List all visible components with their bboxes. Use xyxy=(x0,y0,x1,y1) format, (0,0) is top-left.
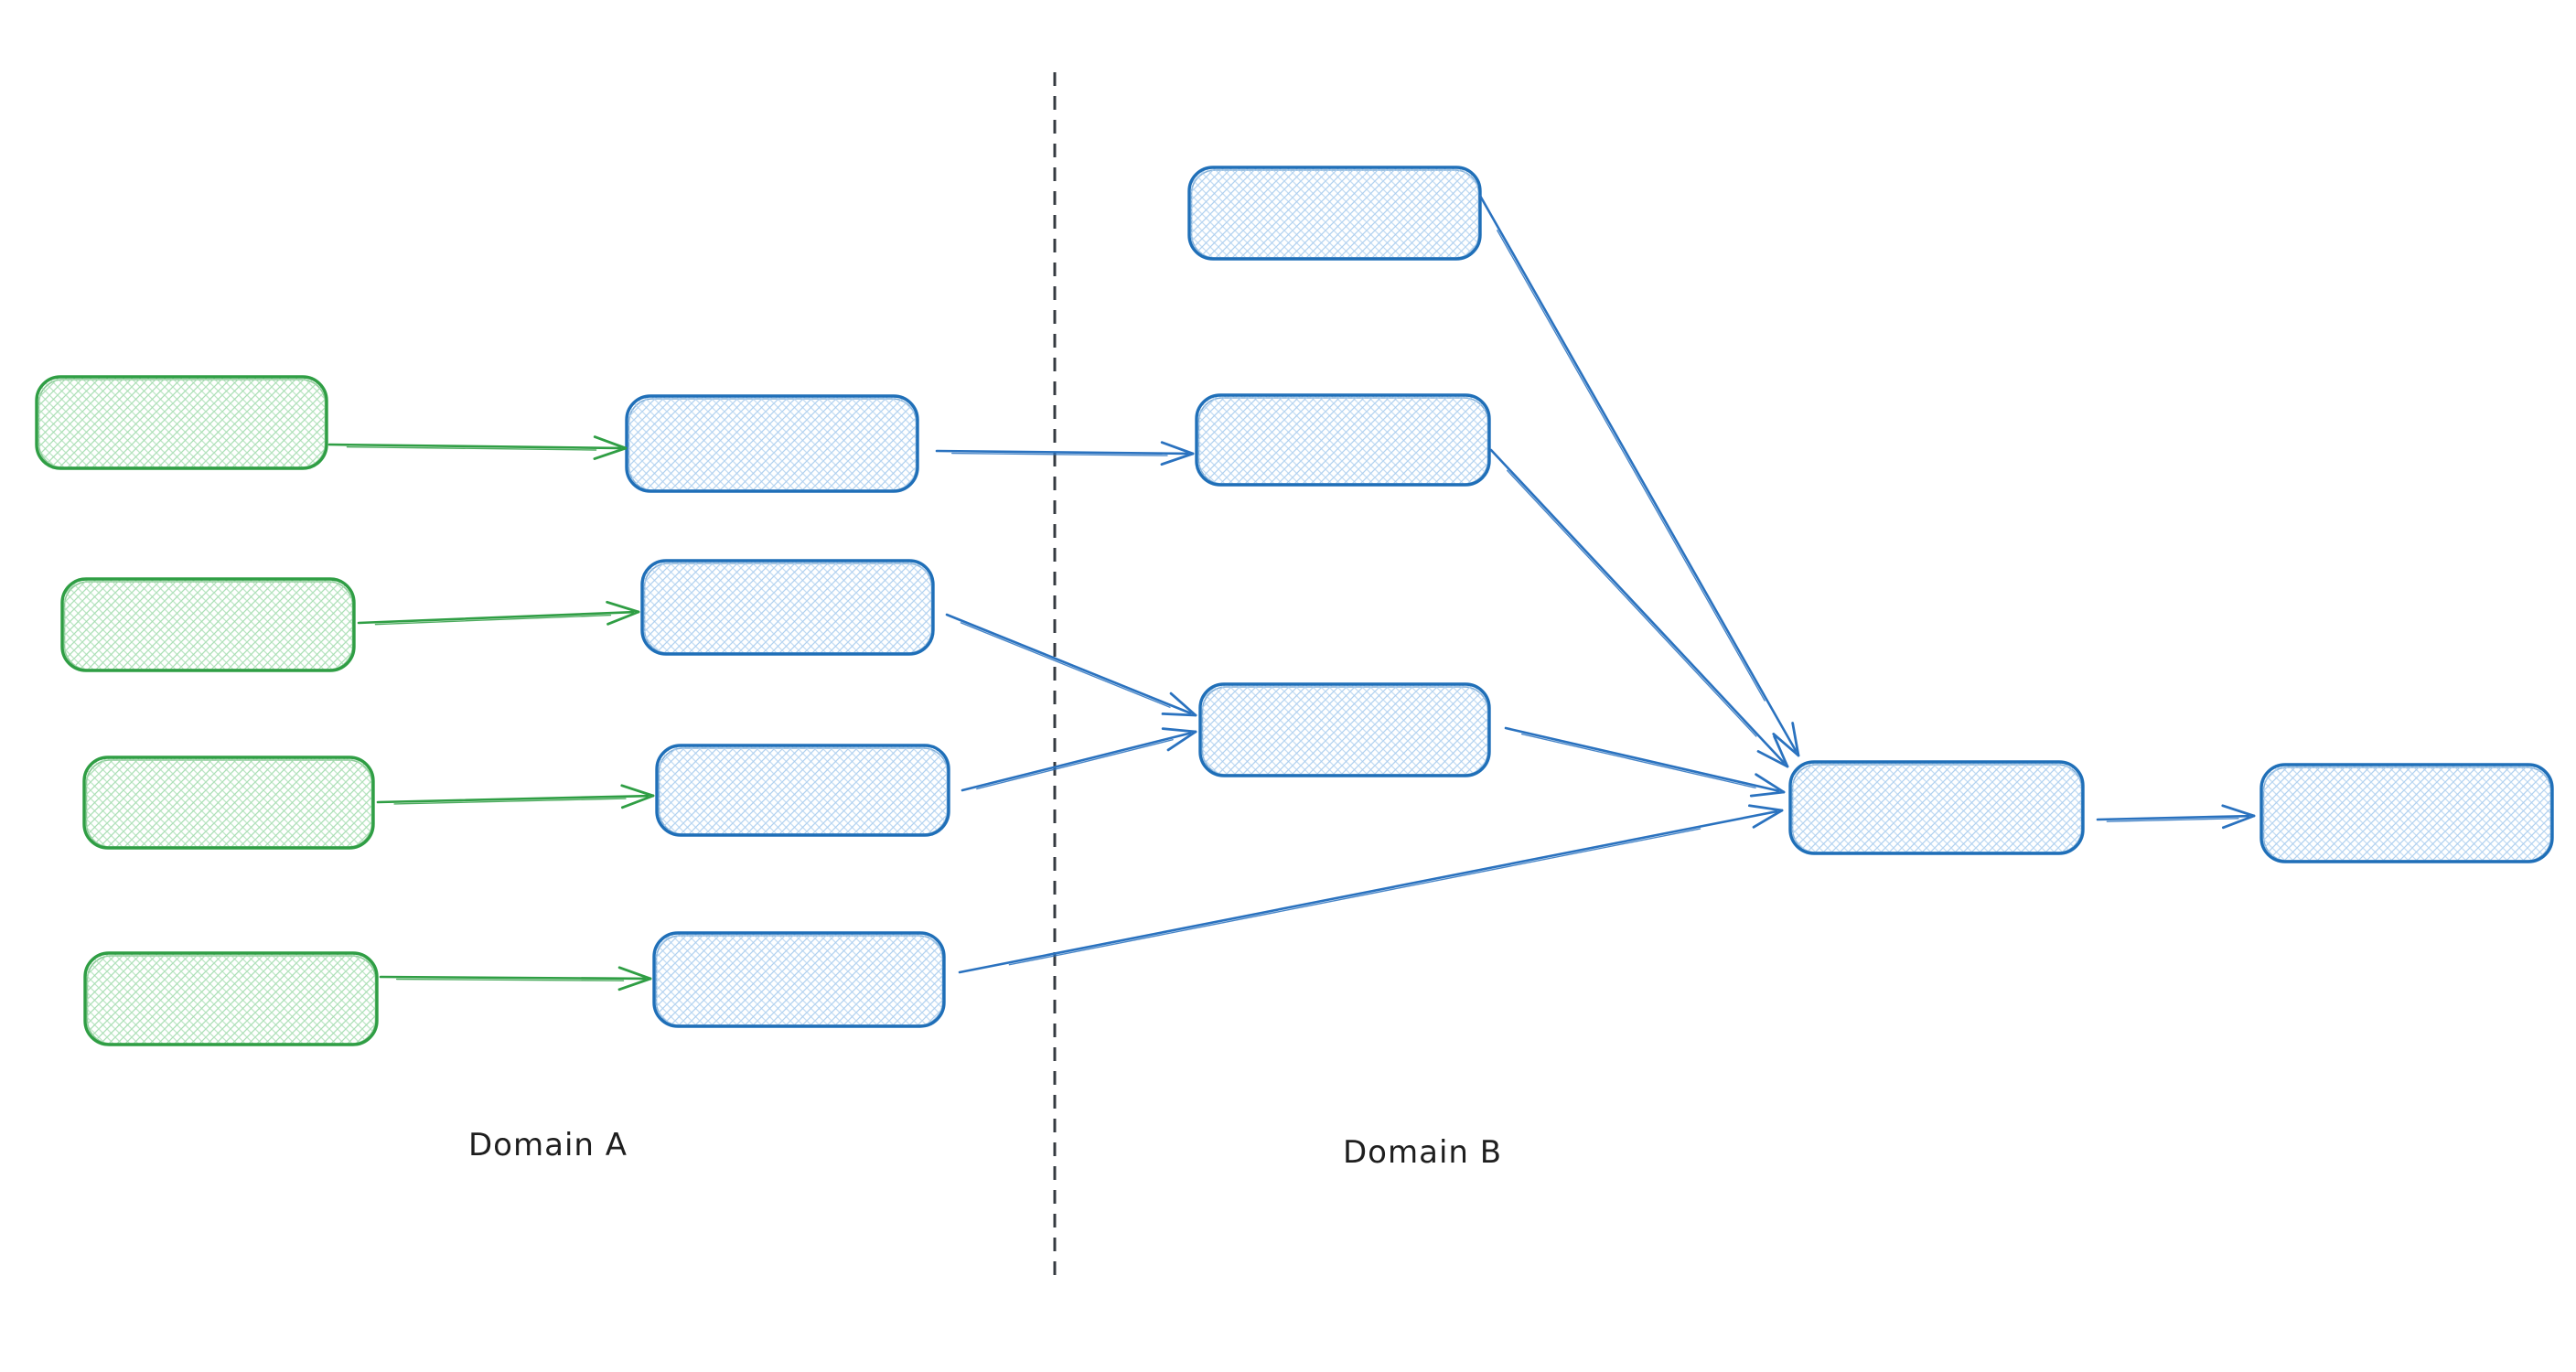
node-domain-a-process-1 xyxy=(625,394,919,493)
node-domain-b-aggregator xyxy=(1788,760,2085,855)
node-green-input-3 xyxy=(82,756,375,850)
edge-green-2-arrow xyxy=(357,600,640,626)
edge-green-1-arrow xyxy=(327,435,628,460)
node-green-input-1 xyxy=(35,375,328,470)
node-green-input-2 xyxy=(60,577,356,672)
domain-b-label: Domain B xyxy=(1343,1134,1502,1171)
node-domain-b-stage-2 xyxy=(1195,393,1491,487)
domain-a-label: Domain A xyxy=(468,1127,628,1163)
edge-b3-to-aggregator-arrow xyxy=(1504,726,1786,798)
edge-a1-to-b2-arrow xyxy=(935,441,1195,466)
edge-green-4-arrow xyxy=(379,966,652,991)
edge-b2-to-aggregator-arrow xyxy=(1489,448,1789,768)
edge-a3-to-b3-arrow xyxy=(961,727,1197,792)
edge-a4-to-aggregator-arrow xyxy=(958,804,1784,974)
node-domain-b-output xyxy=(2259,763,2554,863)
edge-b1-to-aggregator-arrow xyxy=(1478,194,1800,757)
node-domain-a-process-3 xyxy=(655,744,950,837)
node-domain-b-stage-1 xyxy=(1187,166,1482,261)
node-domain-a-process-2 xyxy=(640,559,935,656)
node-domain-a-process-4 xyxy=(652,931,946,1028)
node-domain-b-stage-3 xyxy=(1198,682,1491,777)
edge-aggregator-to-output-arrow xyxy=(2096,804,2256,830)
edge-a2-to-b3-arrow xyxy=(945,613,1197,717)
node-green-input-4 xyxy=(83,951,379,1046)
edge-green-3-arrow xyxy=(376,784,655,809)
